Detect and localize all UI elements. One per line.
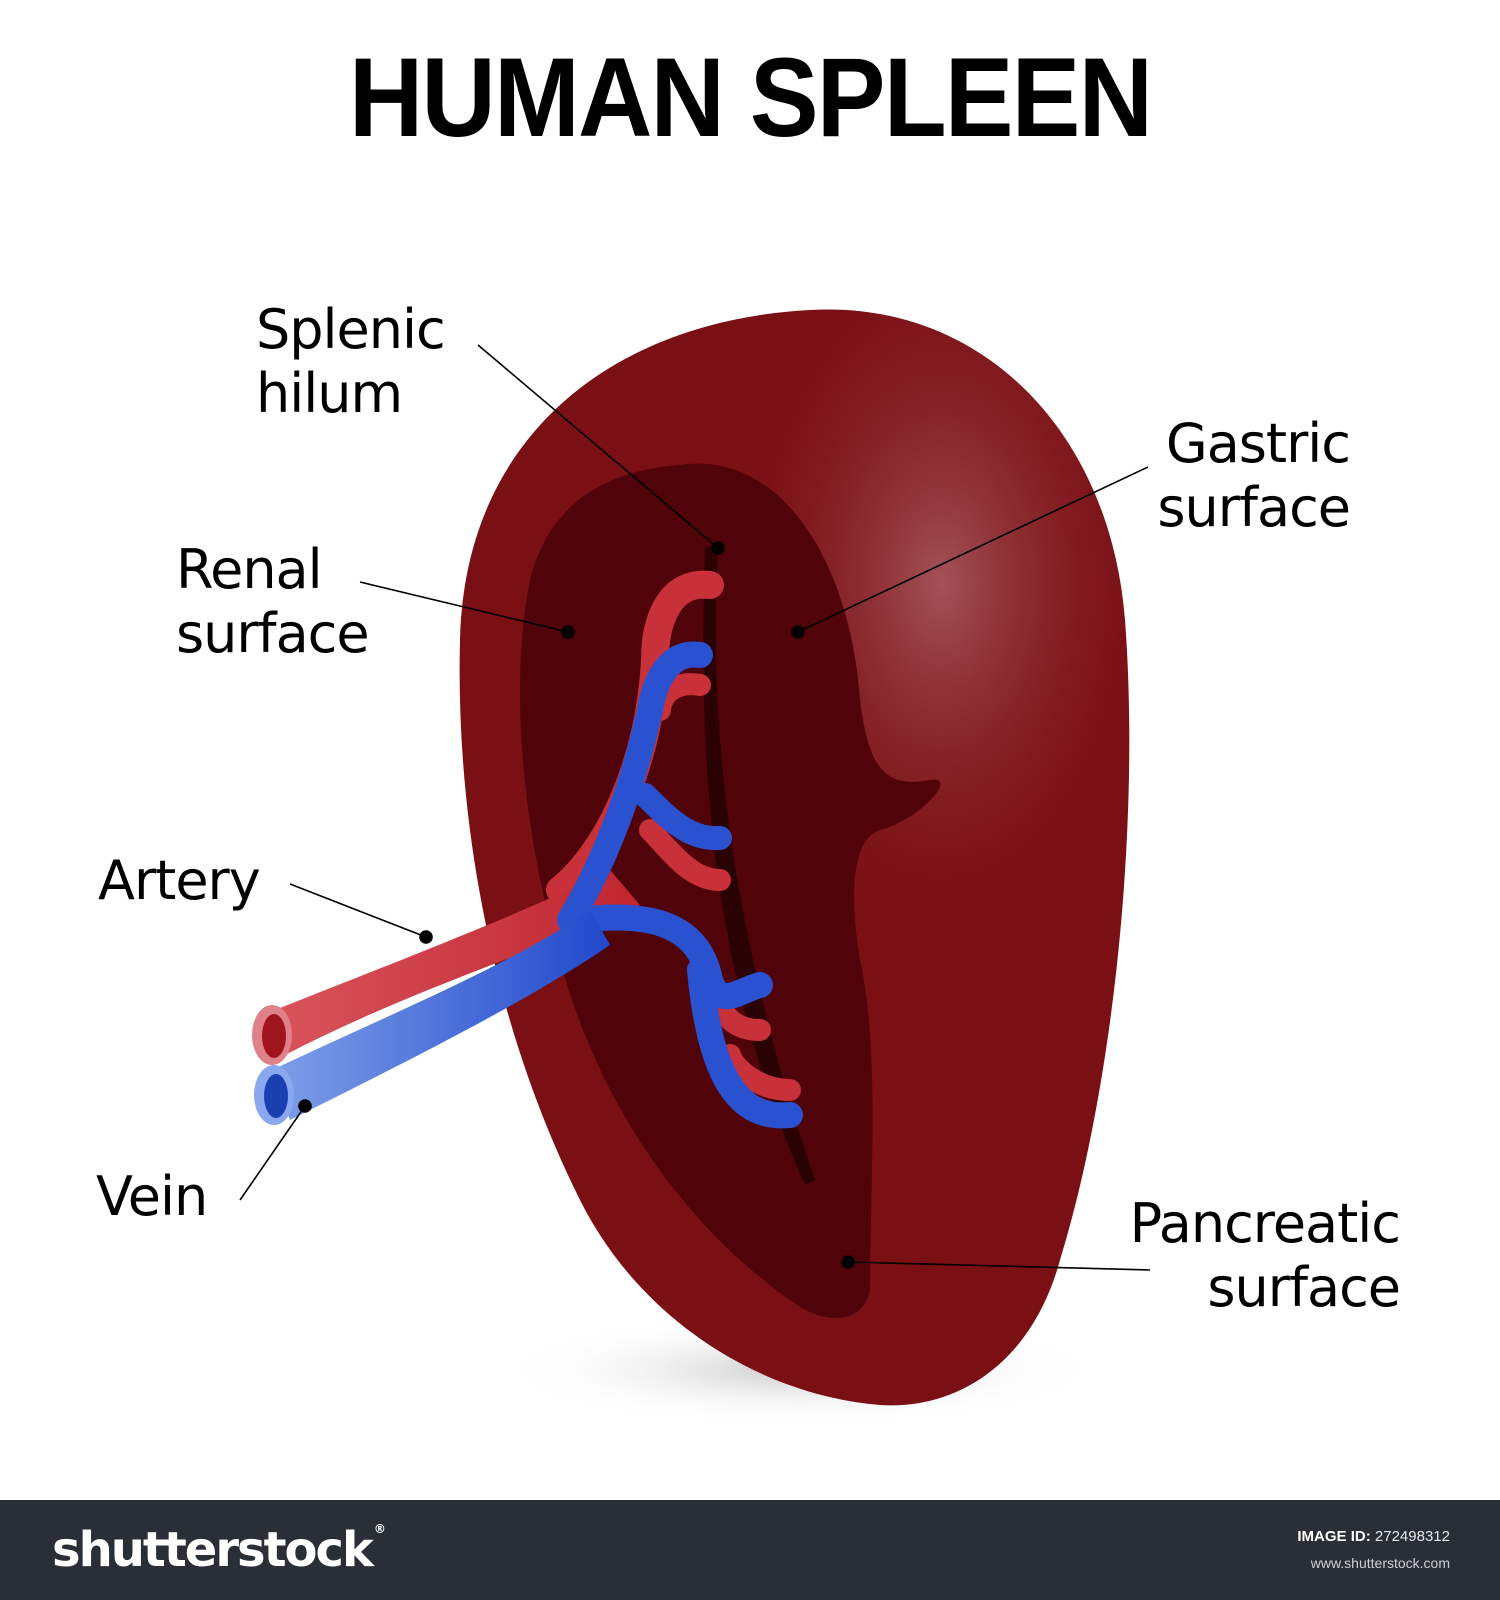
hilum-groove <box>703 545 815 1185</box>
vein-branches <box>557 641 803 1129</box>
label-line: Gastric <box>1165 412 1351 475</box>
label-line: Renal <box>176 538 323 601</box>
label-line: Splenic <box>256 298 446 361</box>
label-line: Pancreatic <box>1129 1192 1401 1255</box>
site-url: www.shutterstock.com <box>1310 1555 1450 1571</box>
label-gastric-surface: Gastric surface <box>1157 412 1351 540</box>
image-id: IMAGE ID: 272498312 <box>1297 1528 1450 1545</box>
label-line: hilum <box>256 362 403 425</box>
label-line: surface <box>1207 1256 1401 1319</box>
leader-lines <box>239 344 1151 1271</box>
image-id-label: IMAGE ID: <box>1297 1528 1371 1545</box>
vein-trunk <box>272 910 610 1120</box>
label-splenic-hilum: Splenic hilum <box>256 298 446 426</box>
label-renal-surface: Renal surface <box>176 538 370 666</box>
page-title: HUMAN SPLEEN <box>348 35 1153 160</box>
label-artery: Artery <box>98 849 261 912</box>
logo-text: shutterstock <box>52 1522 374 1578</box>
brand-logo: shutterstock® <box>52 1522 386 1578</box>
label-line: surface <box>1157 476 1351 539</box>
image-id-value: 272498312 <box>1374 1528 1450 1545</box>
footer-bar <box>0 1500 1500 1600</box>
artery-trunk <box>270 870 640 1055</box>
label-vein: Vein <box>96 1165 208 1228</box>
label-pancreatic-surface: Pancreatic surface <box>1129 1192 1401 1320</box>
label-line: surface <box>176 602 370 665</box>
